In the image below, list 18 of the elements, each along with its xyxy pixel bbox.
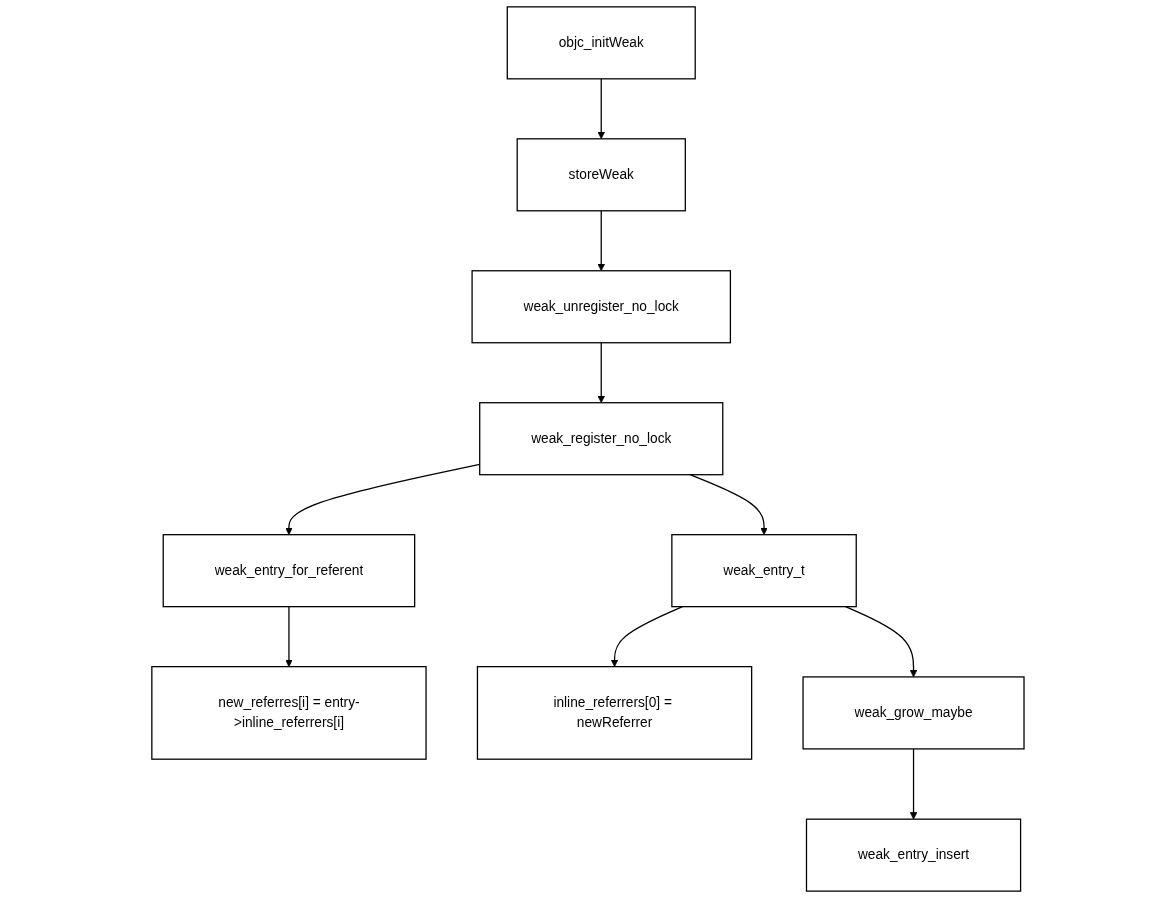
arrow <box>285 606 293 667</box>
node-box: new_referres[i] = entry->inline_referrers[i] <box>151 666 427 760</box>
node-box: inline_referrers[0] = newReferrer <box>476 666 753 760</box>
node-box: storeWeak <box>516 138 686 212</box>
node-box: weak_entry_t <box>671 534 857 608</box>
arrow <box>597 210 606 272</box>
node-box: weak_unregister_no_lock <box>471 270 732 344</box>
node-box: objc_initWeak <box>506 6 696 80</box>
arrow <box>597 342 606 404</box>
node-box: weak_grow_maybe <box>802 676 1025 750</box>
arrow <box>909 748 918 820</box>
node-box: weak_register_no_lock <box>479 402 724 476</box>
node-box: weak_entry_for_referent <box>162 534 416 608</box>
node-box: weak_entry_insert <box>805 818 1022 892</box>
arrow <box>845 606 918 678</box>
arrow <box>689 474 768 536</box>
arrow <box>610 606 684 667</box>
arrow <box>597 78 606 140</box>
